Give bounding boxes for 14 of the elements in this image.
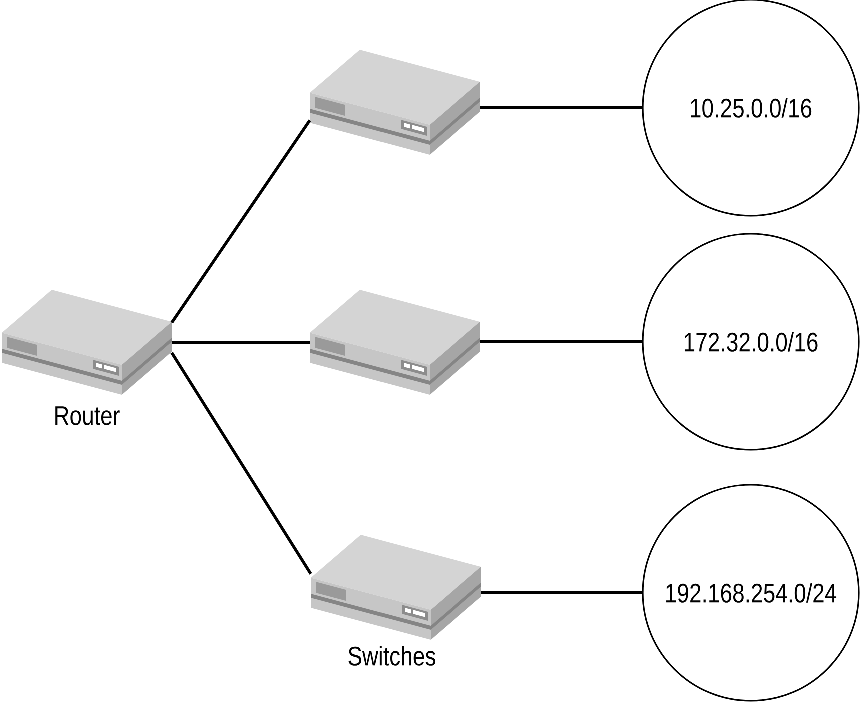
connection-line bbox=[172, 341, 310, 344]
network-device bbox=[311, 535, 481, 640]
connection-line bbox=[481, 592, 643, 594]
connection-line bbox=[170, 352, 312, 575]
device-label: Switches bbox=[348, 646, 436, 666]
circle-node: 192.168.254.0/24 bbox=[642, 484, 860, 702]
connection-line bbox=[170, 120, 312, 324]
circle-node: 172.32.0.0/16 bbox=[642, 233, 860, 451]
network-device bbox=[310, 290, 480, 395]
connection-line bbox=[480, 340, 643, 344]
network-device bbox=[2, 290, 172, 395]
network-device bbox=[310, 50, 480, 155]
connection-line bbox=[480, 106, 643, 110]
device-label: Router bbox=[56, 406, 120, 426]
